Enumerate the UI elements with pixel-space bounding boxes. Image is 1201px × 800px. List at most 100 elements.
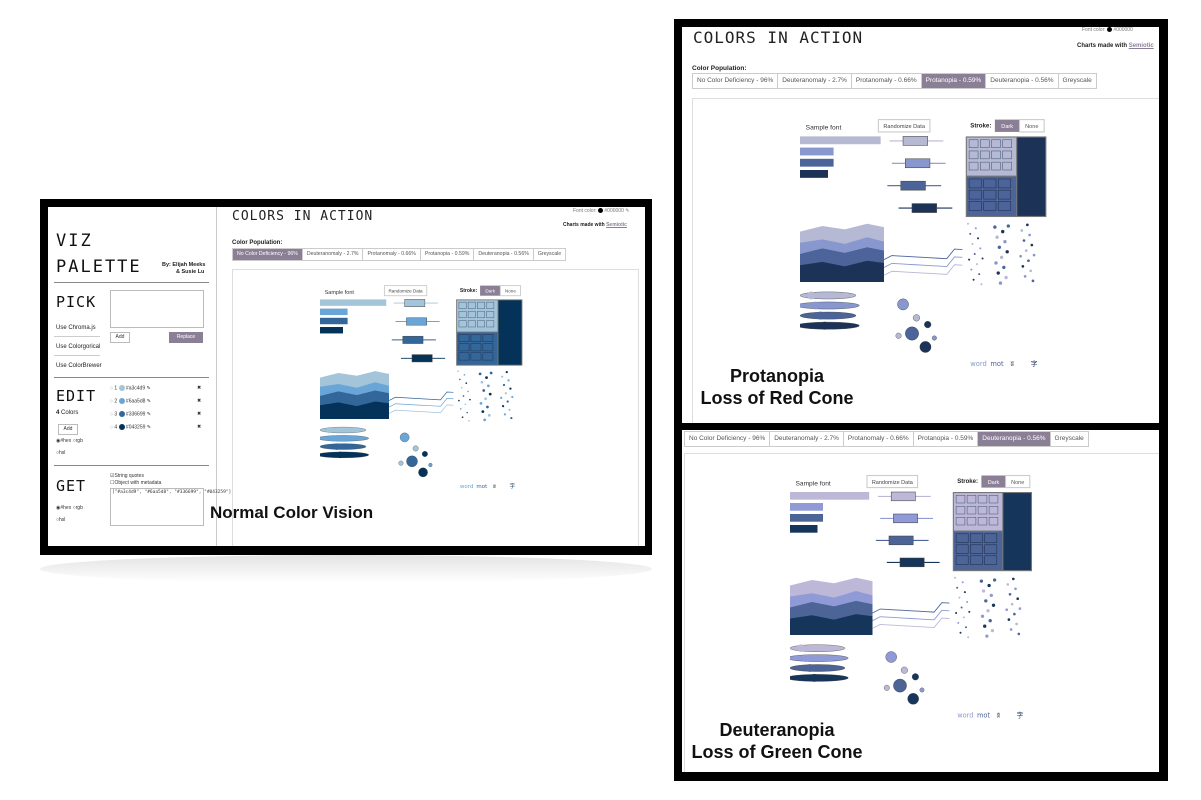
population-tab[interactable]: Deuteranopia - 0.56% [978, 432, 1051, 446]
use-colorbrewer-link[interactable]: Use ColorBrewer [56, 363, 102, 369]
stroke-none-label: None [1025, 124, 1038, 130]
scatter-point [1029, 269, 1033, 273]
bar-mark [790, 514, 823, 522]
swatch-dot[interactable] [118, 385, 125, 391]
violin-bulge [333, 443, 340, 450]
line-series [883, 256, 963, 268]
pick-textarea[interactable] [110, 290, 204, 328]
population-tab[interactable]: Protanomaly - 0.66% [852, 74, 922, 88]
format-radio-group[interactable]: ◉#hex ○rgb [56, 438, 83, 444]
population-tab[interactable]: Greyscale [537, 251, 562, 257]
colors-in-action-title: COLORS IN ACTION [232, 209, 374, 224]
line-series [388, 404, 454, 414]
treemap-subcell [955, 555, 969, 565]
scatter-point [956, 586, 959, 589]
get-hsl-radio[interactable]: ○hsl [56, 517, 66, 523]
randomize-button[interactable] [383, 285, 428, 297]
scatter-point [962, 616, 965, 619]
swatch-dot[interactable] [118, 424, 125, 430]
scatter-point [954, 576, 956, 579]
palette-swatch-row[interactable]: ◌ 2 #6aa5d8 ✎ [110, 398, 151, 404]
population-tab[interactable]: Deuteranomaly - 2.7% [770, 432, 844, 446]
font-color-control[interactable]: Font color: #000000 [1082, 27, 1133, 33]
treemap-subcell [984, 555, 998, 565]
scatter-point [1018, 607, 1022, 610]
population-tab[interactable]: Deuteranomaly - 2.7% [778, 74, 852, 88]
scatter-point [1006, 224, 1010, 228]
pick-heading: PICK [56, 293, 97, 311]
swatch-dot[interactable] [118, 411, 125, 417]
treemap-cell [966, 176, 1017, 216]
scatter-point [1023, 275, 1027, 278]
palette-swatch-row[interactable]: ◌ 4 #043259 ✎ [110, 424, 151, 430]
population-tab[interactable]: Protanomaly - 0.66% [844, 432, 914, 446]
population-tab[interactable]: No Color Deficiency - 96% [693, 74, 779, 88]
treemap-subcell [458, 343, 470, 352]
edit-icon[interactable]: ✎ [625, 208, 630, 214]
line-series [872, 617, 950, 629]
stroke-dark-button[interactable] [981, 475, 1006, 488]
stroke-dark-button[interactable] [480, 285, 501, 296]
randomize-button[interactable] [877, 119, 931, 133]
stroke-none-button[interactable] [1005, 474, 1031, 489]
violin-mark [796, 301, 860, 310]
population-tab[interactable]: No Color Deficiency - 96% [685, 432, 771, 446]
violin-mark [789, 664, 846, 672]
remove-color-icon[interactable]: ✖ [197, 398, 202, 404]
scatter-point [488, 392, 492, 396]
stroke-none-button[interactable] [499, 285, 522, 297]
violin-bulge [811, 301, 820, 310]
remove-color-icon[interactable]: ✖ [197, 424, 202, 430]
stroke-none-button[interactable] [1018, 119, 1045, 133]
stroke-dark-button[interactable] [994, 119, 1020, 132]
hsl-radio[interactable]: ○hsl [56, 450, 66, 456]
bubble-mark [421, 451, 428, 457]
semiotic-link[interactable]: Semiotic [606, 222, 627, 228]
string-quotes-checkbox[interactable]: ☑String quotes [110, 473, 144, 479]
remove-color-icon[interactable]: ✖ [197, 411, 202, 417]
semiotic-link[interactable]: Semiotic [1128, 43, 1154, 49]
population-tab[interactable]: Protanomaly - 0.66% [363, 249, 421, 260]
scatter-point [463, 374, 466, 376]
palette-swatch-row[interactable]: ◌ 3 #336699 ✎ [110, 411, 151, 417]
scatter-point [1005, 250, 1009, 254]
population-tab[interactable]: Protanopia - 0.59% [921, 74, 987, 88]
population-tab[interactable]: Protanopia - 0.59% [421, 249, 475, 260]
population-tab[interactable]: Deuteranopia - 0.56% [986, 74, 1059, 88]
bar-mark [800, 136, 881, 145]
replace-button[interactable]: Replace [169, 332, 203, 343]
get-format-radio[interactable]: ◉#hex ○rgb [56, 505, 83, 511]
population-tab[interactable]: Greyscale [1062, 77, 1092, 84]
scatter-point [989, 593, 993, 598]
use-chroma-link[interactable]: Use Chroma.js [56, 325, 96, 331]
palette-swatch-row[interactable]: ◌ 1 #a3c4d9 ✎ [110, 385, 151, 391]
stroke-label: Stroke: [957, 479, 978, 485]
population-tab[interactable]: No Color Deficiency - 96% [233, 249, 303, 260]
population-tab[interactable]: Greyscale [1054, 435, 1084, 442]
violin-bulge [337, 451, 344, 459]
scatter-point [511, 395, 514, 399]
use-colorgorical-link[interactable]: Use Colorgorical [56, 344, 101, 350]
scatter-point [479, 401, 483, 405]
swatch-dot[interactable] [118, 398, 125, 404]
color-population-label: Color Population: [232, 240, 283, 246]
treemap-subcell [1002, 150, 1012, 160]
add-color-button[interactable]: Add [58, 424, 78, 435]
font-color-control[interactable]: Font color: #000000 ✎ [573, 208, 630, 214]
treemap-subcell [970, 544, 983, 554]
scatter-point [999, 255, 1004, 260]
add-button[interactable]: Add [110, 332, 130, 343]
remove-color-icon[interactable]: ✖ [197, 385, 202, 391]
edit-heading: EDIT [56, 387, 97, 405]
randomize-button[interactable] [866, 474, 919, 489]
output-textarea[interactable]: ["#a3c4d9", "#6aa5d8", "#336699", "#0432… [110, 488, 231, 526]
swatch-number: ◌ 3 [110, 411, 119, 418]
population-tab[interactable]: Protanopia - 0.59% [914, 432, 979, 446]
population-tab[interactable]: Deuteranopia - 0.56% [474, 249, 534, 260]
object-metadata-checkbox[interactable]: ☐Object with metadata [110, 480, 162, 486]
bar-mark [790, 525, 818, 533]
swatch-hex: #a3c4d9 ✎ [124, 385, 151, 392]
population-tab[interactable]: Deuteranomaly - 2.7% [303, 249, 364, 260]
treemap-subcell [977, 506, 988, 515]
